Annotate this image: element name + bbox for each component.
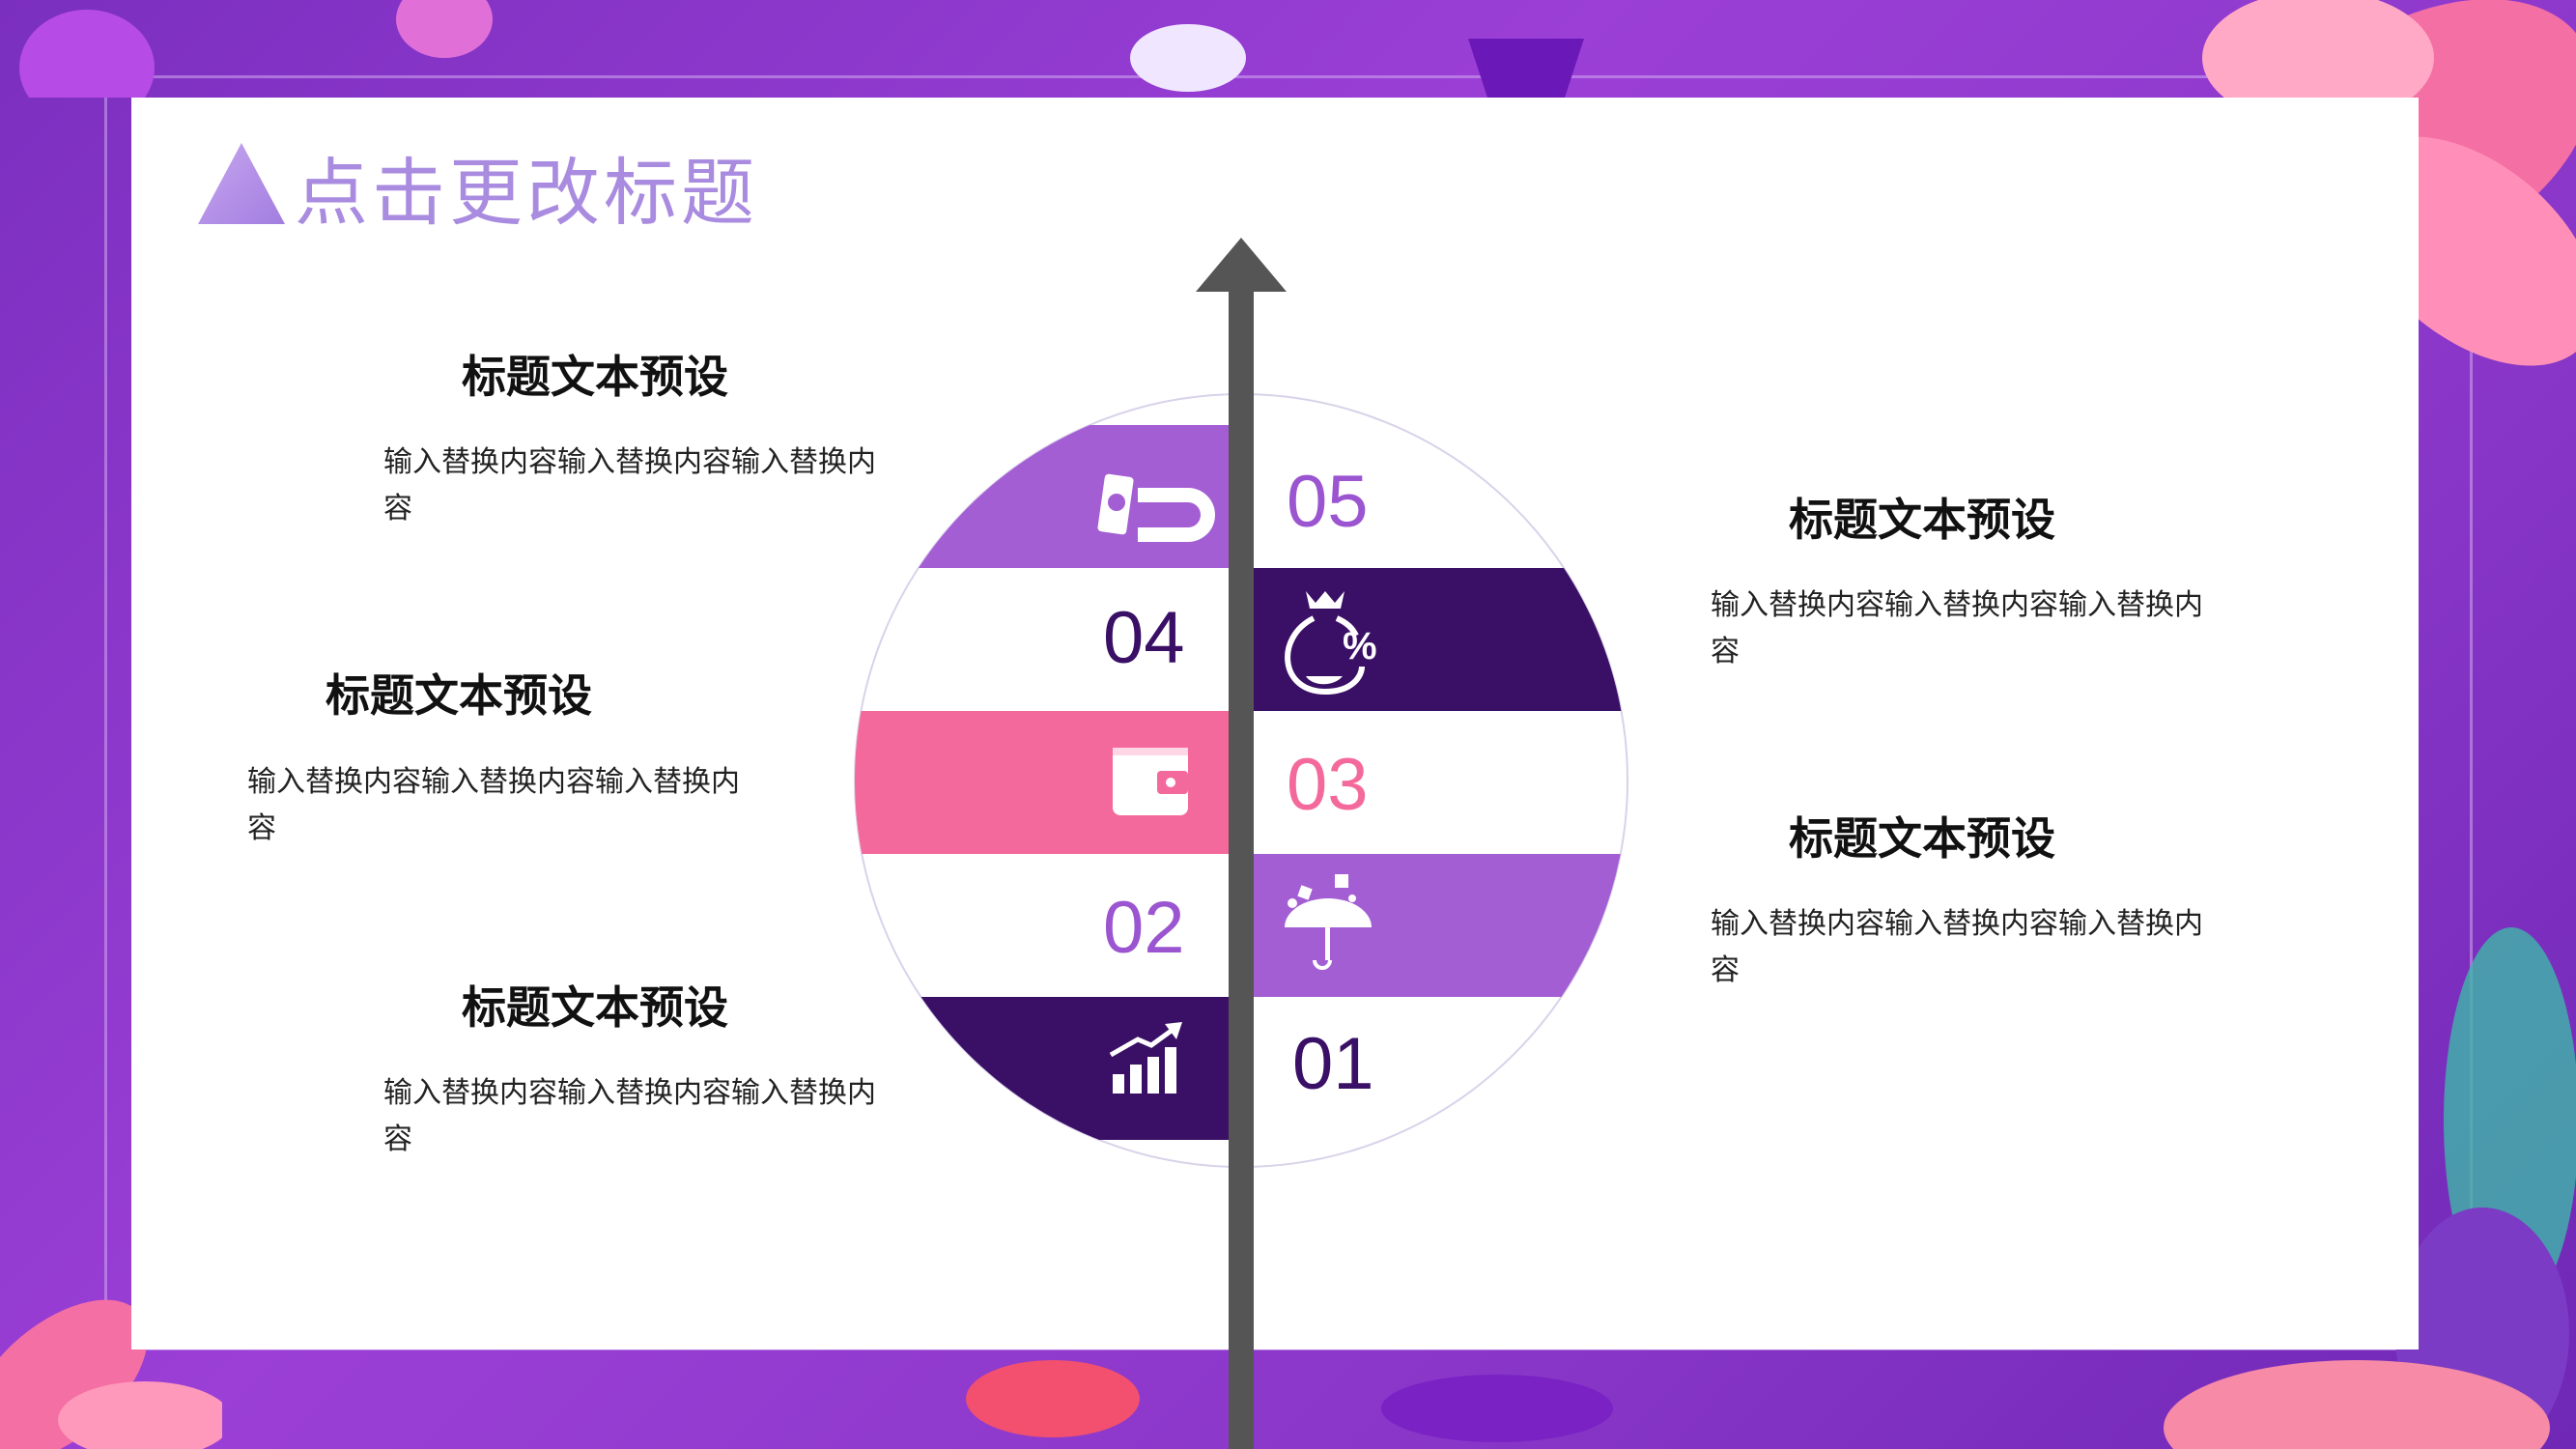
item-body-left-top[interactable]: 输入替换内容输入替换内容输入替换内容	[383, 445, 876, 526]
flower-decoration-bottom-left	[0, 1299, 222, 1449]
petal-decoration-bottom	[966, 1360, 1613, 1442]
flower-decoration-bottom-right	[2164, 1360, 2550, 1449]
content-card	[131, 98, 2419, 1350]
axis-arrow-head	[1196, 238, 1287, 292]
growth-chart-icon	[1109, 1022, 1182, 1094]
item-body-left-bottom[interactable]: 输入替换内容输入替换内容输入替换内容	[383, 1076, 876, 1156]
item-body-left-middle[interactable]: 输入替换内容输入替换内容输入替换内容	[247, 765, 740, 845]
title-triangle-icon	[198, 143, 285, 224]
item-heading-left-middle[interactable]: 标题文本预设	[326, 669, 592, 722]
umbrella-icon	[1285, 874, 1372, 970]
item-heading-left-top[interactable]: 标题文本预设	[462, 351, 728, 403]
item-heading-left-bottom[interactable]: 标题文本预设	[462, 981, 728, 1034]
item-body-right-top[interactable]: 输入替换内容输入替换内容输入替换内容	[1711, 588, 2203, 668]
wallet-icon	[1113, 748, 1188, 815]
item-body-right-bottom[interactable]: 输入替换内容输入替换内容输入替换内容	[1711, 907, 2203, 987]
number-01: 01	[1292, 1023, 1374, 1105]
item-heading-right-top[interactable]: 标题文本预设	[1789, 494, 2055, 546]
petal-decoration-top	[19, 0, 1584, 98]
svg-text:%: %	[1343, 625, 1377, 668]
page-title[interactable]: 点击更改标题	[295, 150, 758, 236]
number-04: 04	[1103, 597, 1185, 679]
axis-line	[1229, 288, 1254, 1449]
item-heading-right-bottom[interactable]: 标题文本预设	[1789, 812, 2055, 865]
number-05: 05	[1287, 461, 1369, 543]
number-02: 02	[1103, 887, 1185, 969]
band-04	[1241, 568, 1628, 711]
money-bag-percent-icon: %	[1285, 591, 1377, 696]
number-03: 03	[1287, 744, 1369, 826]
magnet-money-icon	[1097, 473, 1215, 542]
band-01	[855, 997, 1241, 1140]
